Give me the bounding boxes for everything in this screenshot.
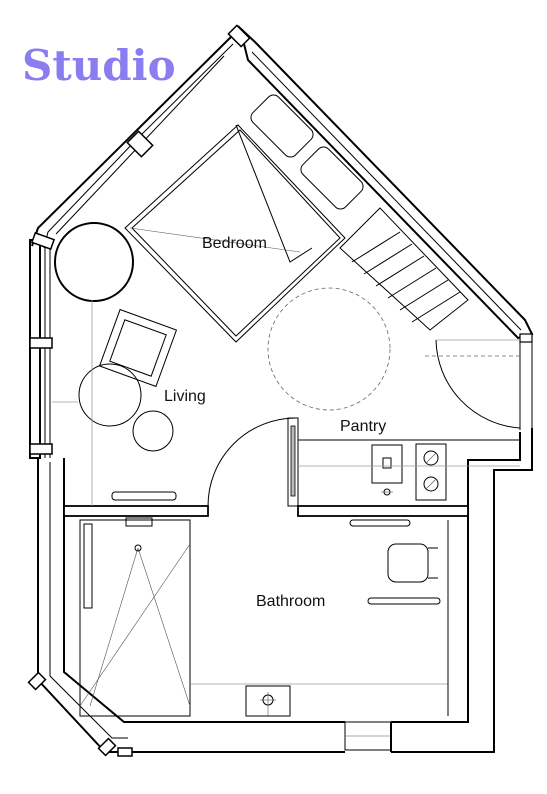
bathroom-door (287, 417, 299, 507)
bathroom-label: Bathroom (256, 593, 325, 610)
round-table (78, 363, 142, 427)
doors (207, 339, 521, 507)
cooktop (415, 443, 447, 501)
bathroom-area: Bathroom (79, 517, 449, 717)
pantry-area: Pantry (298, 418, 520, 501)
bathroom-door-swing (207, 417, 297, 507)
living-label: Living (164, 388, 206, 405)
interior-walls (27, 24, 469, 757)
pantry-sink (371, 444, 403, 484)
plan-title: Studio (22, 41, 176, 90)
armchair (98, 308, 178, 388)
entry-door-swing (435, 339, 521, 429)
exterior-walls (29, 24, 534, 753)
bed (124, 124, 346, 343)
pillow (300, 146, 364, 210)
bedroom-area: Bedroom (124, 94, 469, 343)
living-area: Living (52, 222, 391, 506)
dining-table (267, 287, 391, 411)
bedroom-label: Bedroom (202, 235, 267, 252)
shower (79, 519, 191, 717)
towel-bar (349, 519, 411, 527)
pillow (250, 94, 314, 158)
stool (132, 410, 174, 452)
pantry-label: Pantry (340, 418, 386, 435)
armchair-round (54, 222, 134, 302)
toilet (387, 543, 429, 583)
